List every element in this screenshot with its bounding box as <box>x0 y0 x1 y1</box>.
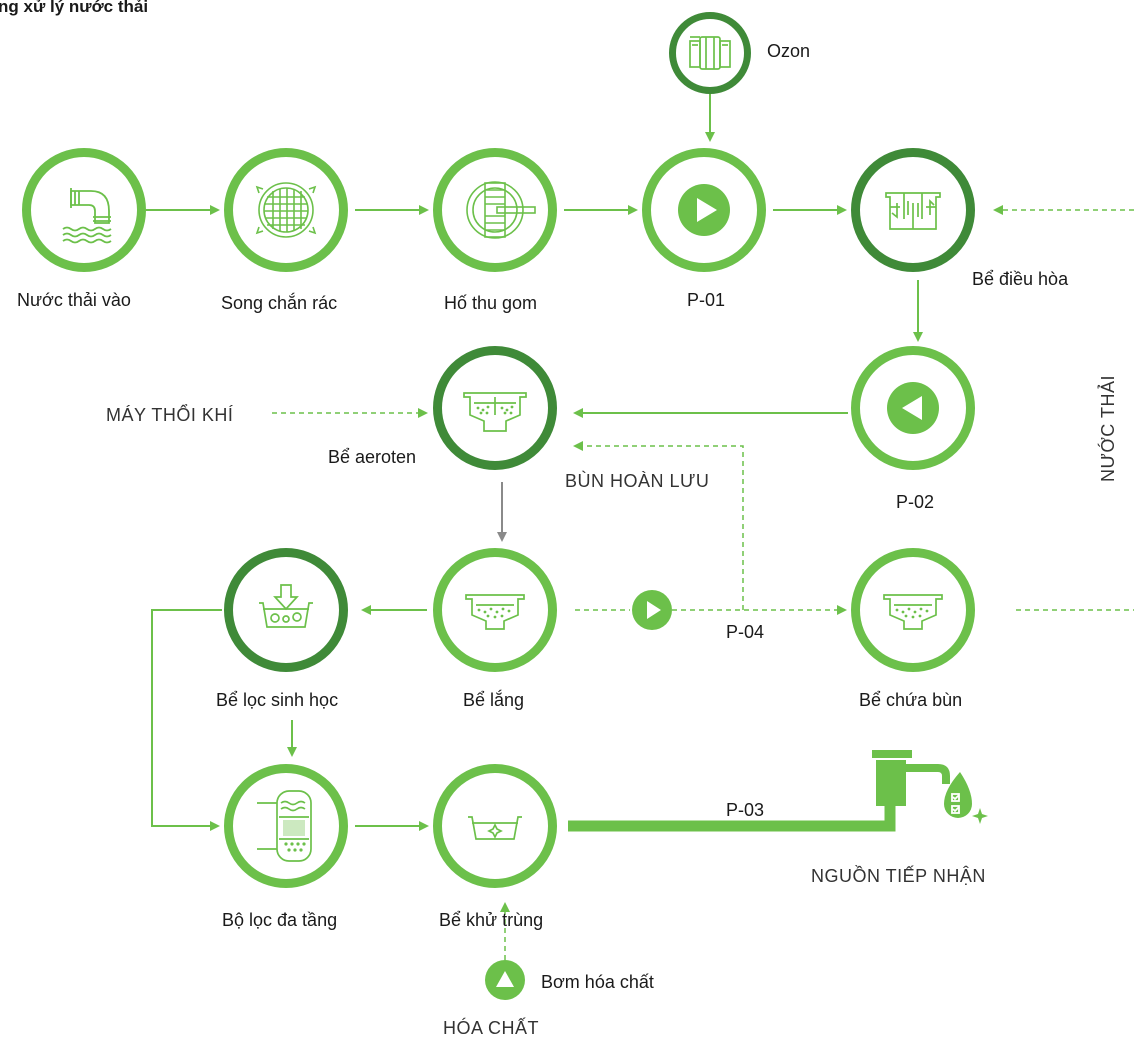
label-p02: P-02 <box>896 492 935 512</box>
biofilter-icon <box>259 584 313 628</box>
label-biofilter: Bể lọc sinh học <box>216 690 339 710</box>
node-equalization[interactable] <box>851 148 975 272</box>
baffle-tank-icon <box>885 192 941 230</box>
outlet-pipe <box>568 806 896 832</box>
label-receiving: NGUỒN TIẾP NHẬN <box>811 866 986 886</box>
label-p01: P-01 <box>687 290 726 310</box>
label-disinfection: Bể khử trùng <box>439 910 544 930</box>
label-equalization: Bể điều hòa <box>972 269 1069 289</box>
label-return-sludge: BÙN HOÀN LƯU <box>565 471 710 491</box>
flow-return-sludge <box>573 441 744 610</box>
label-p04: P-04 <box>726 622 765 642</box>
label-wastewater: NƯỚC THẢI <box>1097 375 1118 482</box>
aeration-tank-icon <box>463 392 527 432</box>
label-chemical: HÓA CHẤT <box>443 1018 540 1038</box>
ozone-generator-icon <box>689 36 731 70</box>
node-chem-pump[interactable] <box>485 960 525 1000</box>
settling-tank-icon <box>465 594 525 630</box>
label-p03: P-03 <box>726 800 765 820</box>
label-chem-pump: Bơm hóa chất <box>541 972 654 992</box>
pipe-outlet-icon <box>62 188 112 244</box>
node-sludge[interactable] <box>851 548 975 672</box>
multimedia-filter-icon <box>257 790 312 862</box>
node-p02[interactable] <box>851 346 975 470</box>
label-screen: Song chắn rác <box>221 293 338 313</box>
collection-pit-icon <box>466 181 536 239</box>
label-aerotank: Bể aeroten <box>328 447 417 467</box>
node-p01[interactable] <box>642 148 766 272</box>
label-settling: Bể lắng <box>463 690 525 710</box>
pump-up-icon <box>496 971 514 987</box>
grid-screen-icon <box>255 182 317 238</box>
label-multimedia: Bộ lọc đa tầng <box>222 910 338 930</box>
pump-play-icon <box>647 601 661 619</box>
pump-play-icon <box>887 382 939 434</box>
node-settling[interactable] <box>433 548 557 672</box>
node-aerotank[interactable] <box>433 346 557 470</box>
node-inlet[interactable] <box>22 148 146 272</box>
page-title: ng xử lý nước thải <box>0 0 149 16</box>
label-blower: MÁY THỔI KHÍ <box>106 405 234 425</box>
flow-biofilter-bypass <box>151 609 222 831</box>
node-multimedia[interactable] <box>224 764 348 888</box>
pump-play-icon <box>678 184 730 236</box>
label-inlet: Nước thải vào <box>17 290 131 310</box>
sludge-tank-icon <box>883 594 943 630</box>
label-sludge: Bể chứa bùn <box>859 690 963 710</box>
label-ozone: Ozon <box>767 41 811 61</box>
label-pit: Hố thu gom <box>444 293 538 313</box>
node-biofilter[interactable] <box>224 548 348 672</box>
node-pit[interactable] <box>433 148 557 272</box>
disinfection-tank-icon <box>468 816 522 840</box>
node-screen[interactable] <box>224 148 348 272</box>
faucet-droplet-icon <box>872 750 988 824</box>
node-disinfection[interactable] <box>433 764 557 888</box>
node-p04[interactable] <box>632 590 672 630</box>
node-ozone[interactable] <box>669 12 751 94</box>
